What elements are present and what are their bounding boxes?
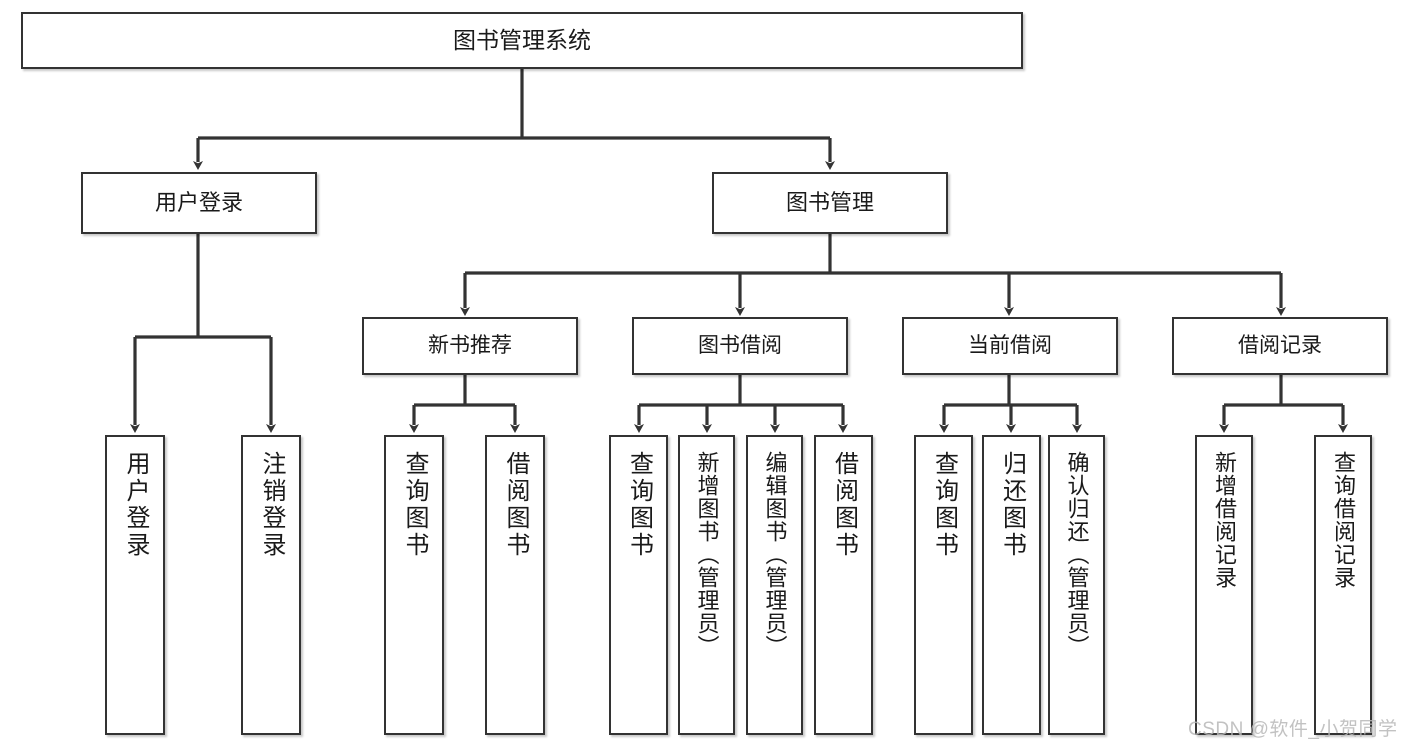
node-book-borrow-label: 图书借阅 bbox=[698, 333, 782, 357]
leaf-user-logout-label: 注销登录 bbox=[258, 451, 285, 559]
node-book-borrow[interactable]: 图书借阅 bbox=[632, 317, 848, 375]
node-current-borrow-label: 当前借阅 bbox=[968, 333, 1052, 357]
leaf-query-record-label: 查询借阅记录 bbox=[1331, 451, 1356, 589]
node-new-book-recommend-label: 新书推荐 bbox=[428, 333, 512, 357]
node-current-borrow[interactable]: 当前借阅 bbox=[902, 317, 1118, 375]
leaf-confirm-return[interactable]: 确认归还（管理员） bbox=[1048, 435, 1105, 735]
node-user-login[interactable]: 用户登录 bbox=[81, 172, 317, 234]
node-user-login-label: 用户登录 bbox=[154, 190, 243, 216]
leaf-query-book-3[interactable]: 查询图书 bbox=[914, 435, 973, 735]
node-borrow-record[interactable]: 借阅记录 bbox=[1172, 317, 1388, 375]
leaf-user-login[interactable]: 用户登录 bbox=[105, 435, 165, 735]
leaf-add-record[interactable]: 新增借阅记录 bbox=[1195, 435, 1253, 735]
leaf-add-record-label: 新增借阅记录 bbox=[1212, 451, 1237, 589]
leaf-query-book-3-label: 查询图书 bbox=[930, 451, 958, 559]
node-borrow-record-label: 借阅记录 bbox=[1238, 333, 1322, 357]
leaf-return-book-label: 归还图书 bbox=[998, 451, 1026, 559]
leaf-return-book[interactable]: 归还图书 bbox=[982, 435, 1041, 735]
node-book-manage[interactable]: 图书管理 bbox=[712, 172, 948, 234]
node-new-book-recommend[interactable]: 新书推荐 bbox=[362, 317, 578, 375]
leaf-confirm-return-label: 确认归还（管理员） bbox=[1064, 451, 1090, 658]
leaf-query-book-1[interactable]: 查询图书 bbox=[384, 435, 444, 735]
leaf-borrow-book-1[interactable]: 借阅图书 bbox=[485, 435, 545, 735]
leaf-query-book-1-label: 查询图书 bbox=[401, 451, 428, 559]
leaf-borrow-book-2[interactable]: 借阅图书 bbox=[814, 435, 873, 735]
leaf-add-book-label: 新增图书（管理员） bbox=[694, 451, 720, 658]
node-root[interactable]: 图书管理系统 bbox=[21, 12, 1023, 69]
leaf-edit-book-label: 编辑图书（管理员） bbox=[762, 451, 788, 658]
leaf-borrow-book-2-label: 借阅图书 bbox=[830, 451, 858, 559]
leaf-edit-book[interactable]: 编辑图书（管理员） bbox=[746, 435, 803, 735]
node-root-label: 图书管理系统 bbox=[453, 27, 591, 54]
leaf-borrow-book-1-label: 借阅图书 bbox=[502, 451, 529, 559]
leaf-query-record[interactable]: 查询借阅记录 bbox=[1314, 435, 1372, 735]
leaf-user-logout[interactable]: 注销登录 bbox=[241, 435, 301, 735]
leaf-add-book[interactable]: 新增图书（管理员） bbox=[678, 435, 735, 735]
leaf-query-book-2-label: 查询图书 bbox=[625, 451, 653, 559]
leaf-user-login-label: 用户登录 bbox=[122, 451, 149, 559]
leaf-query-book-2[interactable]: 查询图书 bbox=[609, 435, 668, 735]
node-book-manage-label: 图书管理 bbox=[785, 190, 874, 216]
